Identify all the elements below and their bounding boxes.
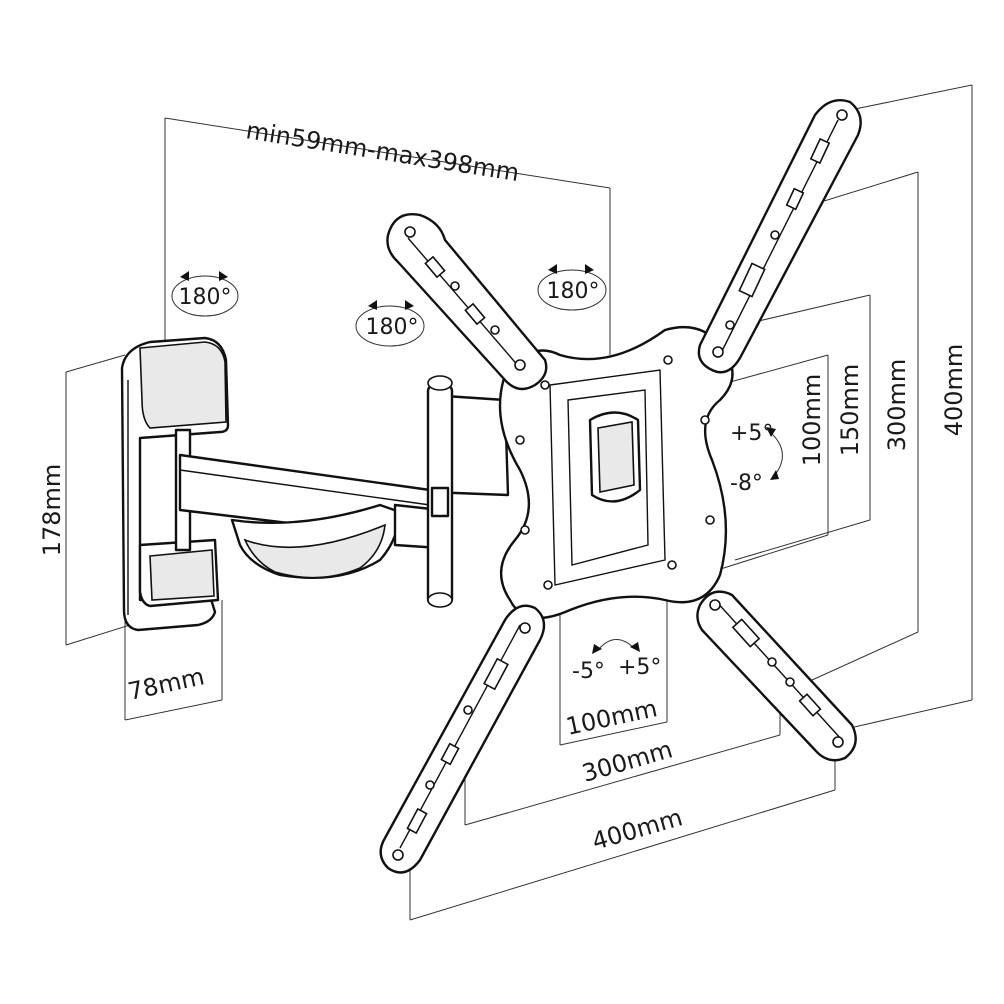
rotate-right-arrow-icon [585, 264, 594, 274]
tilt-down-arrow-icon [770, 470, 779, 480]
wall-plate-width-label: 78mm [125, 662, 206, 705]
articulating-arm [178, 375, 510, 608]
wall-plate [120, 336, 230, 632]
vesa-horizontal-300-label: 300mm [579, 735, 676, 787]
vesa-head-plate [498, 326, 734, 620]
roll-left-arrow-icon [592, 644, 602, 654]
vesa-bracket-top-left [386, 213, 548, 391]
rotation-wall-swivel: 180° [171, 271, 239, 317]
rotate-left-arrow-icon [368, 300, 377, 310]
tilt-up-arrow-icon [766, 427, 776, 437]
vesa-vertical-300-label: 300mm [883, 359, 911, 452]
tilt-down-label: -8° [730, 471, 763, 496]
roll-left-label: -5° [572, 659, 605, 684]
rotation-roll: -5° +5° [572, 639, 661, 684]
vesa-vertical-150-label: 150mm [836, 364, 864, 457]
vesa-vertical-400-label: 400mm [940, 344, 968, 437]
rotate-left-arrow-icon [180, 271, 189, 281]
vesa-vertical-100-label: 100mm [798, 374, 826, 467]
wall-swivel-angle-label: 180° [179, 285, 232, 310]
rotate-right-arrow-icon [219, 271, 228, 281]
vesa-bracket-top-right [697, 98, 862, 374]
head-swivel-angle-label: 180° [547, 279, 600, 304]
vesa-horizontal-400-label: 400mm [589, 803, 686, 855]
vesa-bracket-bottom-right [696, 590, 857, 762]
rotate-left-arrow-icon [548, 264, 557, 274]
wall-plate-height-label: 178mm [38, 464, 66, 557]
tilt-up-label: +5° [730, 421, 773, 446]
rotation-arm-swivel: 180° [355, 300, 425, 347]
roll-right-arrow-icon [630, 642, 640, 652]
arm-swivel-angle-label: 180° [366, 315, 419, 340]
rotate-right-arrow-icon [405, 300, 414, 310]
depth-range-label: min59mm-max398mm [244, 116, 521, 187]
vesa-bracket-bottom-left [379, 604, 546, 874]
rotation-tilt: +5° -8° [730, 421, 783, 496]
roll-right-label: +5° [618, 655, 661, 680]
rotation-head-swivel: 180° [537, 264, 607, 311]
